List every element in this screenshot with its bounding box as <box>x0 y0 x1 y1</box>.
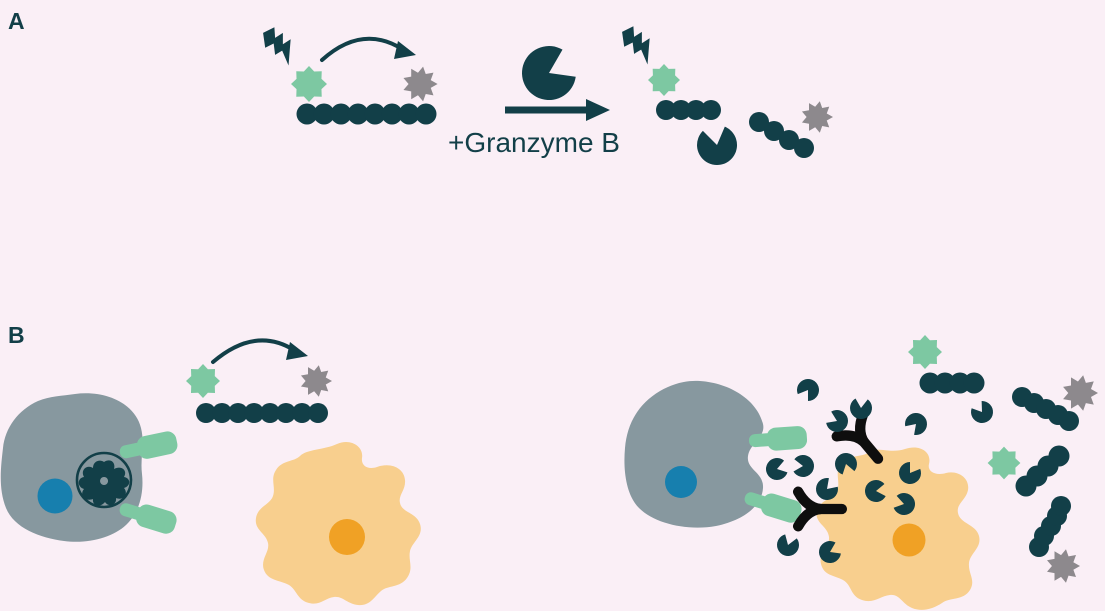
fret-arrowhead-icon <box>286 342 308 360</box>
quencher-gray-star-icon <box>1063 375 1098 411</box>
granule-contents-squiggle-icon <box>78 460 130 506</box>
fluorophore-green-star-icon <box>908 335 942 369</box>
peptide-substrate-chain <box>296 103 437 125</box>
target-cell-nucleus <box>329 519 365 555</box>
cleaved-peptide-fragment <box>749 112 814 158</box>
fluorophore-green-star-icon <box>186 364 220 398</box>
cleaved-peptide-fragment <box>656 100 721 120</box>
fluorophore-green-star-icon <box>987 446 1021 480</box>
excitation-lightning-bolt-icon <box>615 21 662 68</box>
killer-cell-body <box>624 380 764 528</box>
cleaved-peptide-fragment <box>1012 387 1079 431</box>
fret-energy-transfer-arrow <box>320 36 404 62</box>
quencher-gray-star-icon <box>801 101 833 133</box>
fret-energy-transfer-arrow <box>211 338 296 364</box>
excitation-lightning-bolt-icon <box>256 22 303 69</box>
reaction-arrowhead-icon <box>586 99 610 121</box>
panel-b-label: B <box>8 322 25 348</box>
granzyme-granule-circle-icon <box>75 451 133 509</box>
granzyme-b-enzyme-pacman-icon <box>692 120 742 170</box>
fluorophore-green-star-icon <box>648 64 680 96</box>
killer-cell-body <box>0 393 143 542</box>
quencher-gray-star-icon <box>1047 549 1080 583</box>
granzyme-b-enzyme-pacman-icon <box>521 46 576 101</box>
quencher-gray-star-icon <box>403 66 438 102</box>
cleaved-peptide-fragment <box>1015 445 1070 497</box>
cleaved-peptide-fragment <box>919 372 985 394</box>
fluorophore-green-star-icon <box>291 66 327 102</box>
peptide-substrate-chain <box>196 403 328 423</box>
killer-cell-nucleus <box>665 466 697 498</box>
panel-a-label: A <box>8 8 25 34</box>
killer-cell-nucleus <box>37 478 73 514</box>
reaction-label: +Granzyme B <box>448 127 620 158</box>
cleaved-peptide-fragment <box>1029 496 1071 557</box>
quencher-gray-star-icon <box>300 365 332 397</box>
target-cell-nucleus <box>892 523 926 557</box>
fret-arrowhead-icon <box>394 41 416 59</box>
